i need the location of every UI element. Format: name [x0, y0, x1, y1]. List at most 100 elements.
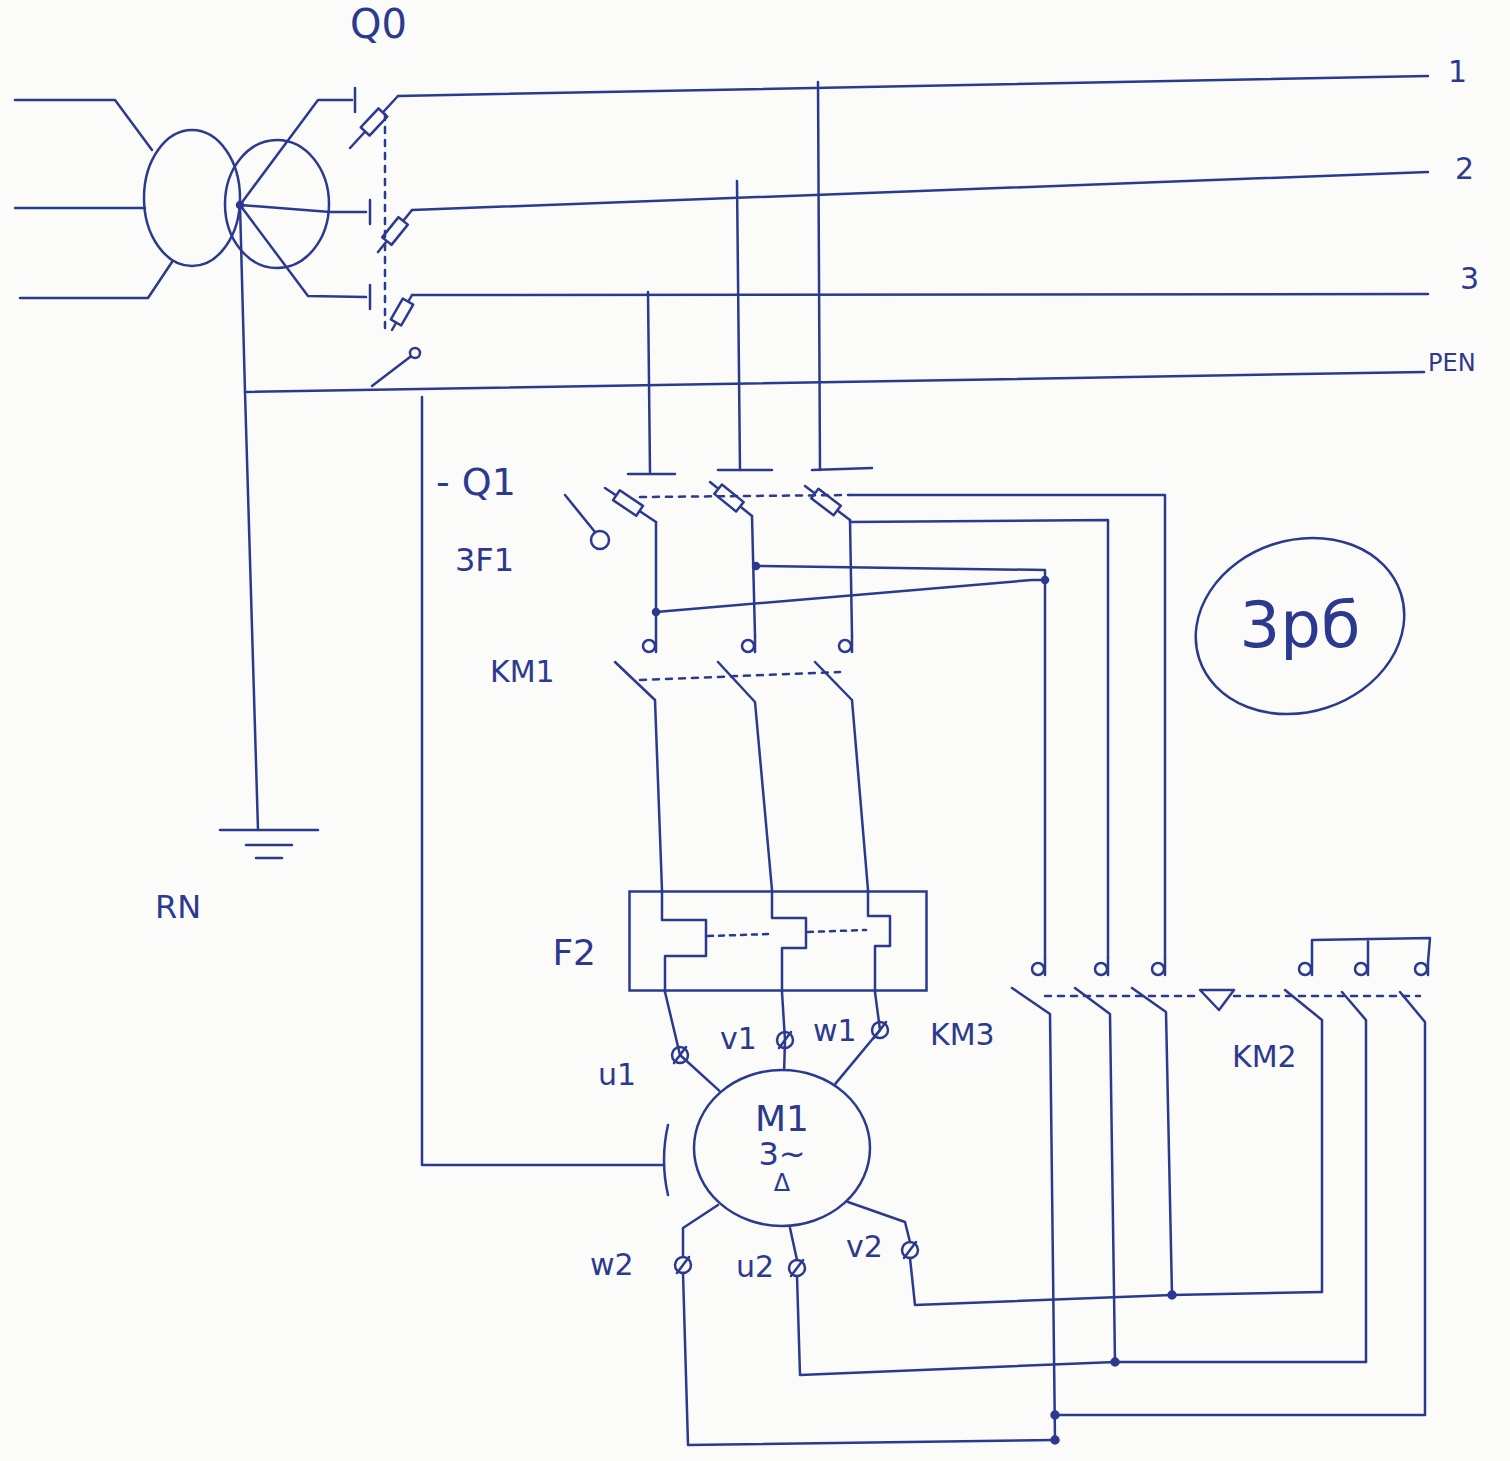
contact-blade: [1132, 988, 1172, 1295]
terminal-name: v1: [720, 1022, 757, 1055]
switch-blade: [350, 96, 398, 148]
switch-blade: [378, 210, 412, 252]
contact-symbol: [742, 640, 754, 652]
wire: [648, 82, 820, 472]
contact-symbol: [1152, 963, 1164, 975]
contact-stem: [1312, 962, 1428, 975]
wire: [240, 205, 366, 212]
node-outline: [630, 892, 927, 991]
switch-pivot: [410, 348, 420, 358]
mechanical-link: [1045, 995, 1420, 998]
switch-name: Q0: [350, 2, 407, 46]
junction-dot: [653, 609, 659, 615]
fuse-symbol: [714, 485, 743, 512]
node-text: 3рб: [1240, 592, 1361, 659]
wire: [756, 566, 1045, 958]
wire-connector: [782, 992, 785, 1068]
contact-stem: [1045, 958, 1165, 975]
terminal-name: w2: [590, 1248, 634, 1281]
contact-bar: [369, 285, 372, 309]
contact-blade: [718, 662, 772, 890]
switch-q1: [565, 82, 1165, 958]
phase-line: [398, 76, 1428, 96]
mechanical-link: [640, 672, 840, 680]
terminal-name: v2: [846, 1230, 883, 1263]
wire: [656, 516, 852, 636]
motor-terminals: [672, 1022, 918, 1276]
terminal-name: u2: [736, 1250, 774, 1283]
interlock-symbol: [1200, 990, 1234, 1010]
phase-line: [412, 172, 1428, 210]
wire: [15, 207, 145, 210]
contact-stem: [656, 636, 852, 652]
bottom-wiring: [683, 1258, 1366, 1445]
wire: [850, 495, 1165, 958]
heater-element: [772, 890, 806, 992]
contact-blade: [615, 662, 662, 890]
contact-symbol: [839, 640, 851, 652]
contactor-km3: [1012, 958, 1420, 1440]
ground-symbol: [664, 1125, 668, 1195]
contact-bar: [354, 88, 357, 112]
wire: [683, 1273, 1055, 1445]
node-content: [628, 890, 928, 992]
node-outline: [1173, 511, 1428, 740]
ground-symbol: [220, 830, 318, 858]
motor-circle: M13~Δ: [692, 1068, 872, 1228]
star-bridge: [1312, 938, 1430, 962]
contactor-km1: [615, 636, 868, 890]
terminal-name: u1: [598, 1058, 636, 1091]
line-number: 2: [1455, 152, 1474, 185]
bus-lines: [245, 76, 1428, 392]
switch-handle: [591, 531, 609, 549]
contact-symbol: [1095, 963, 1107, 975]
line-number: 1: [1448, 55, 1467, 88]
fuse-symbol: [391, 299, 413, 326]
contact-bar: [369, 200, 372, 224]
wire: [240, 205, 366, 297]
contactor-name: KM2: [1232, 1040, 1297, 1073]
line-number: 3: [1460, 262, 1479, 295]
phase-line: [412, 294, 1428, 295]
node-text: F2: [552, 934, 596, 972]
switch-handle: [565, 495, 595, 532]
resistance-name: RN: [155, 890, 201, 925]
contact-bar: [628, 468, 872, 474]
switch-blade: [372, 357, 410, 386]
wire-connector: [665, 992, 719, 1091]
motor-ground: [422, 397, 668, 1195]
line-name: PEN: [1428, 350, 1476, 376]
fuse-symbol: [361, 108, 388, 135]
node-content: 3рб: [1192, 538, 1408, 714]
wire: [910, 1258, 1322, 1305]
wire: [15, 100, 152, 150]
contactor-km2: [1055, 938, 1430, 1415]
switch-blade: [605, 482, 850, 522]
thermal-relay-elements: [662, 890, 890, 992]
transformer: [15, 100, 366, 858]
node-text: Δ: [774, 1171, 790, 1196]
switch-q0: [350, 88, 420, 386]
fuse-symbol: [613, 490, 643, 516]
contact-blade: [1012, 988, 1055, 1440]
wire: [20, 262, 172, 298]
wire: [797, 1276, 1366, 1375]
wire: [240, 100, 352, 205]
contact-blade: [1055, 992, 1425, 1415]
fuse-symbol: [811, 489, 841, 515]
contactor-name: KM1: [490, 655, 555, 688]
thermal-relay-box: F2: [628, 890, 928, 992]
contact-symbol: [643, 640, 655, 652]
device-name: 3F1: [455, 543, 514, 578]
contact-symbol: [1032, 963, 1044, 975]
switch-name: - Q1: [436, 462, 516, 504]
heater-element: [868, 890, 890, 992]
pen-line: [245, 372, 1424, 392]
contactor-name: KM3: [930, 1018, 995, 1051]
node-text: M1: [755, 1100, 809, 1138]
contact-blade: [815, 662, 868, 890]
pe-wire: [422, 397, 664, 1165]
mechanical-link: [640, 495, 850, 497]
